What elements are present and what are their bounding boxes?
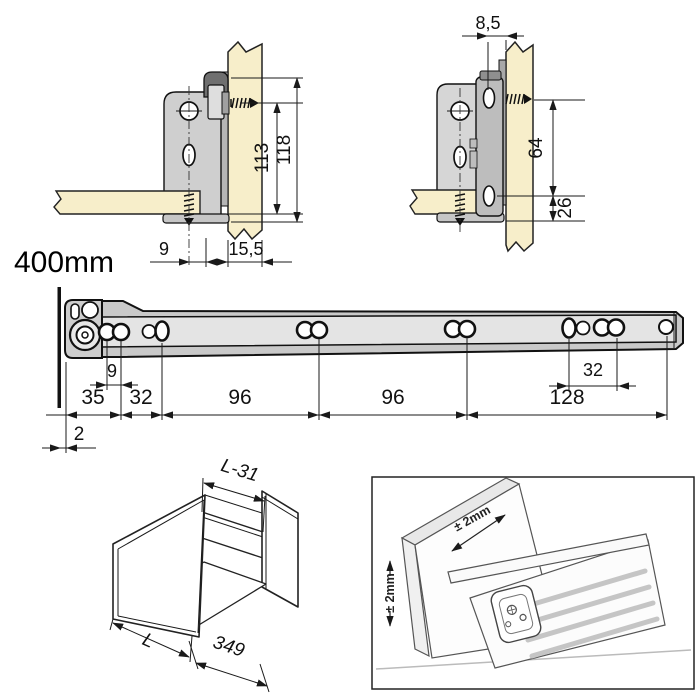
dim-label-64: 64 (526, 137, 547, 159)
dim-rail-9: 9 (90, 341, 138, 390)
dim-label-128: 128 (549, 386, 584, 409)
dim-label-118: 118 (274, 135, 295, 165)
dim-rail-2: 2 (42, 424, 96, 452)
dim-label-96-1: 96 (228, 386, 251, 409)
rail-view: 400mm (14, 246, 684, 453)
front-plate-slot-bottom (482, 185, 496, 207)
dim-label-9: 9 (159, 239, 169, 259)
dim-label-113: 113 (252, 143, 273, 173)
screw-horizontal (505, 93, 532, 105)
cap-roller-center (81, 331, 89, 339)
dim-depth-349: 349 (188, 632, 270, 693)
front-panel-side-edge (401, 536, 430, 658)
screw-tip (455, 218, 465, 226)
drawer-back-plate (201, 511, 264, 559)
adjustment-bracket (490, 584, 542, 644)
tolerance-height-dim: ± 2mm (383, 560, 397, 627)
tolerance-height-label: ± 2mm (383, 573, 397, 613)
screw-tip (524, 94, 532, 104)
back-plate-edge (201, 516, 264, 538)
drawer-isometric-view: L-31 L 349 (109, 455, 299, 693)
floor-line (375, 649, 692, 670)
right-panel-edges (261, 494, 299, 589)
dim-label-349: 349 (210, 632, 247, 662)
wood-side-panel (505, 40, 534, 253)
rear-bracket-view: 8,5 64 26 (409, 13, 585, 253)
dim-label-l: L (139, 629, 157, 652)
wood-bottom-panel (53, 190, 201, 215)
dim-label-rail-32-rear: 32 (583, 360, 603, 380)
front-plate-slot-top (482, 87, 496, 109)
clamp-washer (221, 91, 230, 115)
dim-9-and-15-5: 9 15,5 (150, 238, 292, 267)
dim-64: 64 (497, 99, 585, 197)
left-wall-thickness-edges (117, 499, 205, 634)
plate-clip (469, 150, 478, 169)
dim-118: 118 (231, 77, 303, 223)
drawer-right-panel (261, 490, 299, 608)
rail-holes (97, 317, 674, 342)
front-plate-tab (479, 70, 502, 81)
dim-113: 113 (225, 102, 303, 215)
dim-26: 26 (506, 195, 585, 222)
runner-profile (447, 533, 650, 584)
dim-label-15-5: 15,5 (228, 239, 263, 259)
wood-bottom-panel (409, 189, 478, 215)
bracket-bottom-flange (162, 213, 230, 224)
dim-label-35: 35 (81, 386, 104, 409)
side-grooves (517, 568, 660, 659)
dim-label-96-2: 96 (381, 386, 404, 409)
drawer-left-wall (112, 494, 206, 638)
dim-rail-chain: 35 32 96 96 128 (46, 336, 668, 420)
cap-slot (70, 303, 80, 320)
dim-inner-width: L-31 (201, 455, 266, 533)
dim-rail-32-rear: 32 (549, 338, 636, 391)
dim-label-26: 26 (555, 197, 576, 218)
front-bracket-view: 113 118 9 15,5 (53, 40, 303, 268)
rail-length-title: 400mm (14, 246, 114, 279)
dim-label-l-31: L-31 (218, 455, 261, 486)
dim-label-rail-9: 9 (107, 361, 117, 381)
dim-8-5: 8,5 (462, 13, 524, 90)
tolerance-inset: ± 2mm ± 2mm (371, 476, 695, 690)
drawer-front-line (57, 287, 61, 408)
wood-side-panel (227, 40, 263, 241)
cap-hole (81, 301, 99, 319)
dim-label-32-front: 32 (129, 386, 152, 409)
plate-clip (469, 138, 478, 149)
dim-label-2: 2 (74, 424, 85, 445)
dim-label-8-5: 8,5 (475, 13, 500, 33)
